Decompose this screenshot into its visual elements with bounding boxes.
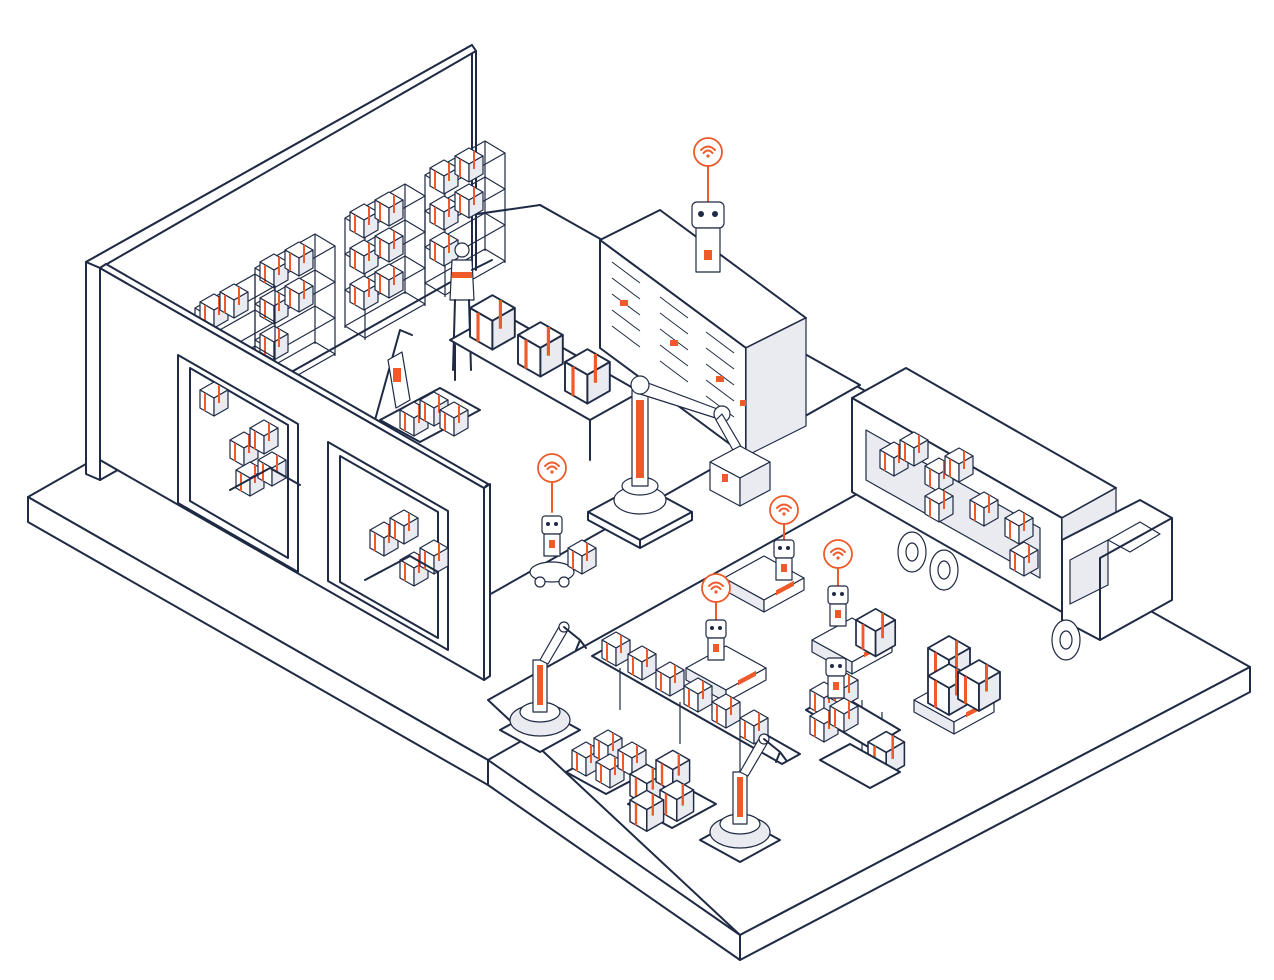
- held-crate: [709, 445, 771, 507]
- forklift: [805, 657, 906, 789]
- robot-arm-left: [499, 621, 587, 753]
- warehouse-worker: [449, 242, 493, 371]
- delivery-truck: [851, 367, 1173, 661]
- agv-robot-3: [811, 539, 897, 675]
- pallet-stacks: [565, 729, 717, 833]
- agv-robot-2: [685, 573, 767, 703]
- loading-door-right[interactable]: [327, 441, 449, 651]
- robot-arm-right: [699, 733, 787, 863]
- conveyor-belt: [591, 631, 801, 778]
- forklift-robot: [374, 329, 481, 443]
- wifi-signal-icon: [693, 137, 723, 167]
- agv-robot-1: [723, 495, 805, 613]
- server-cabinet: [599, 209, 807, 457]
- camera-sensor: [691, 137, 725, 273]
- truck-wheels: [897, 531, 1081, 661]
- central-robot-arm: [587, 375, 743, 549]
- mobile-delivery-robot: [529, 453, 597, 588]
- loading-door-left[interactable]: [177, 354, 301, 573]
